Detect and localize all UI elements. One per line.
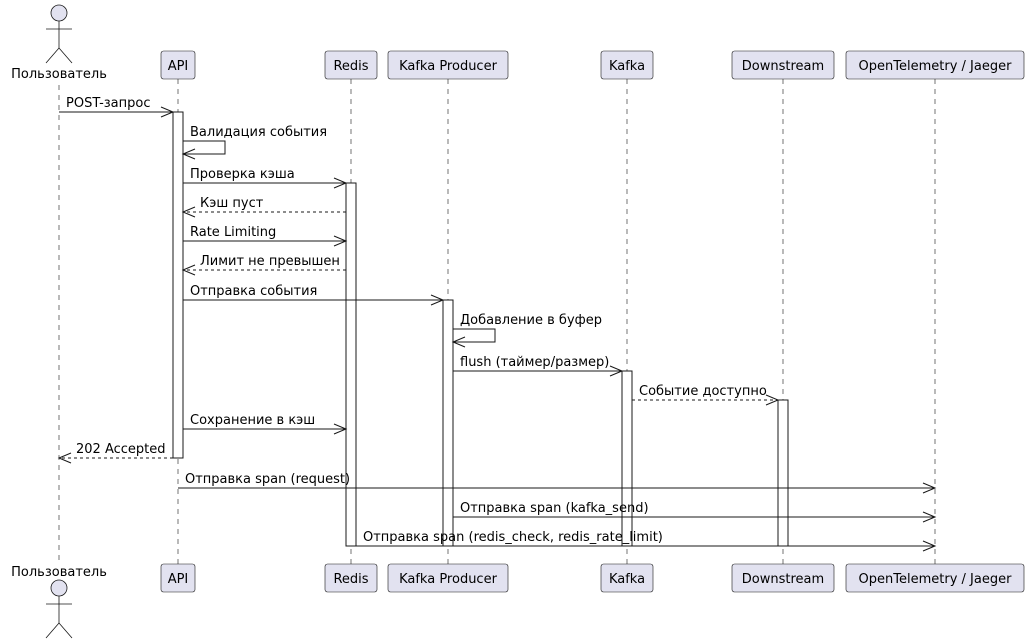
participant-bottom-user: Пользователь <box>11 565 107 639</box>
message-label: Добавление в буфер <box>460 313 602 328</box>
message-13: Отправка span (request) <box>178 472 937 494</box>
participant-bottom-redis: Redis <box>324 563 378 593</box>
participant-label: Downstream <box>742 59 824 74</box>
participant-label: API <box>168 59 189 74</box>
participant-top-producer: Kafka Producer <box>387 50 509 80</box>
message-9: flush (таймер/размер) <box>453 355 624 377</box>
participant-label: Kafka <box>609 59 645 74</box>
participant-bottom-kafka: Kafka <box>600 563 654 593</box>
participant-label: Kafka Producer <box>399 572 497 587</box>
message-label: Отправка span (request) <box>185 472 350 487</box>
activation-bar-producer <box>442 299 454 547</box>
message-label: Лимит не превышен <box>200 254 340 269</box>
message-label: POST-запрос <box>66 96 151 111</box>
participant-top-downstream: Downstream <box>731 50 835 80</box>
message-5: Rate Limiting <box>183 225 348 247</box>
message-label: Отправка span (redis_check, redis_rate_l… <box>363 530 663 545</box>
message-7: Отправка события <box>183 284 445 306</box>
participant-box <box>160 50 196 80</box>
participant-box <box>731 50 835 80</box>
participant-box <box>600 50 654 80</box>
participant-bottom-downstream: Downstream <box>731 563 835 593</box>
participant-label: Kafka Producer <box>399 59 497 74</box>
activation-bar-redis <box>345 182 357 547</box>
participant-bottom-api: API <box>160 563 196 593</box>
participant-label: Redis <box>333 59 368 74</box>
participant-box <box>845 50 1025 80</box>
participant-top-kafka: Kafka <box>600 50 654 80</box>
actor-icon <box>45 579 73 639</box>
participant-bottom-otel: OpenTelemetry / Jaeger <box>845 563 1025 593</box>
participant-top-api: API <box>160 50 196 80</box>
message-10: Событие доступно <box>632 384 780 406</box>
message-4: Кэш пуст <box>181 196 346 218</box>
message-label: Отправка события <box>190 284 317 299</box>
message-label: Отправка span (kafka_send) <box>460 501 649 516</box>
message-label: Сохранение в кэш <box>190 413 315 428</box>
participant-bottom-producer: Kafka Producer <box>387 563 509 593</box>
message-label: Событие доступно <box>639 384 767 399</box>
message-2: Валидация события <box>181 125 327 160</box>
message-label: Валидация события <box>190 125 327 140</box>
message-12: 202 Accepted <box>57 442 173 464</box>
participant-top-user: Пользователь <box>11 4 107 82</box>
message-label: Кэш пуст <box>200 196 264 211</box>
message-label: Проверка кэша <box>190 167 295 182</box>
message-6: Лимит не превышен <box>181 254 346 276</box>
message-15: Отправка span (redis_check, redis_rate_l… <box>356 530 937 552</box>
message-label: 202 Accepted <box>76 442 166 457</box>
participant-label: Пользователь <box>11 565 107 580</box>
participant-label: OpenTelemetry / Jaeger <box>859 572 1013 587</box>
message-label: Rate Limiting <box>190 225 276 240</box>
participant-label: API <box>168 572 189 587</box>
participant-label: Redis <box>333 572 368 587</box>
participant-label: Downstream <box>742 572 824 587</box>
participant-label: OpenTelemetry / Jaeger <box>859 59 1013 74</box>
participant-box <box>324 563 378 593</box>
activation-bar-kafka <box>621 370 633 547</box>
message-14: Отправка span (kafka_send) <box>453 501 937 523</box>
participant-top-redis: Redis <box>324 50 378 80</box>
message-1: POST-запрос <box>59 96 175 118</box>
participant-box <box>845 563 1025 593</box>
participant-label: Kafka <box>609 572 645 587</box>
message-11: Сохранение в кэш <box>183 413 348 435</box>
participant-label: Пользователь <box>11 67 107 82</box>
actor-icon <box>45 4 73 64</box>
message-3: Проверка кэша <box>183 167 348 189</box>
activation-bar-downstream <box>777 399 789 547</box>
participant-box <box>387 50 509 80</box>
participant-box <box>324 50 378 80</box>
participant-box <box>387 563 509 593</box>
message-label: flush (таймер/размер) <box>460 355 609 370</box>
participant-box <box>731 563 835 593</box>
participant-box <box>600 563 654 593</box>
activation-bar-api <box>172 111 184 459</box>
participants: ПользовательПользовательAPIAPIRedisRedis… <box>11 4 1025 639</box>
participant-box <box>160 563 196 593</box>
participant-top-otel: OpenTelemetry / Jaeger <box>845 50 1025 80</box>
message-8: Добавление в буфер <box>451 313 602 348</box>
